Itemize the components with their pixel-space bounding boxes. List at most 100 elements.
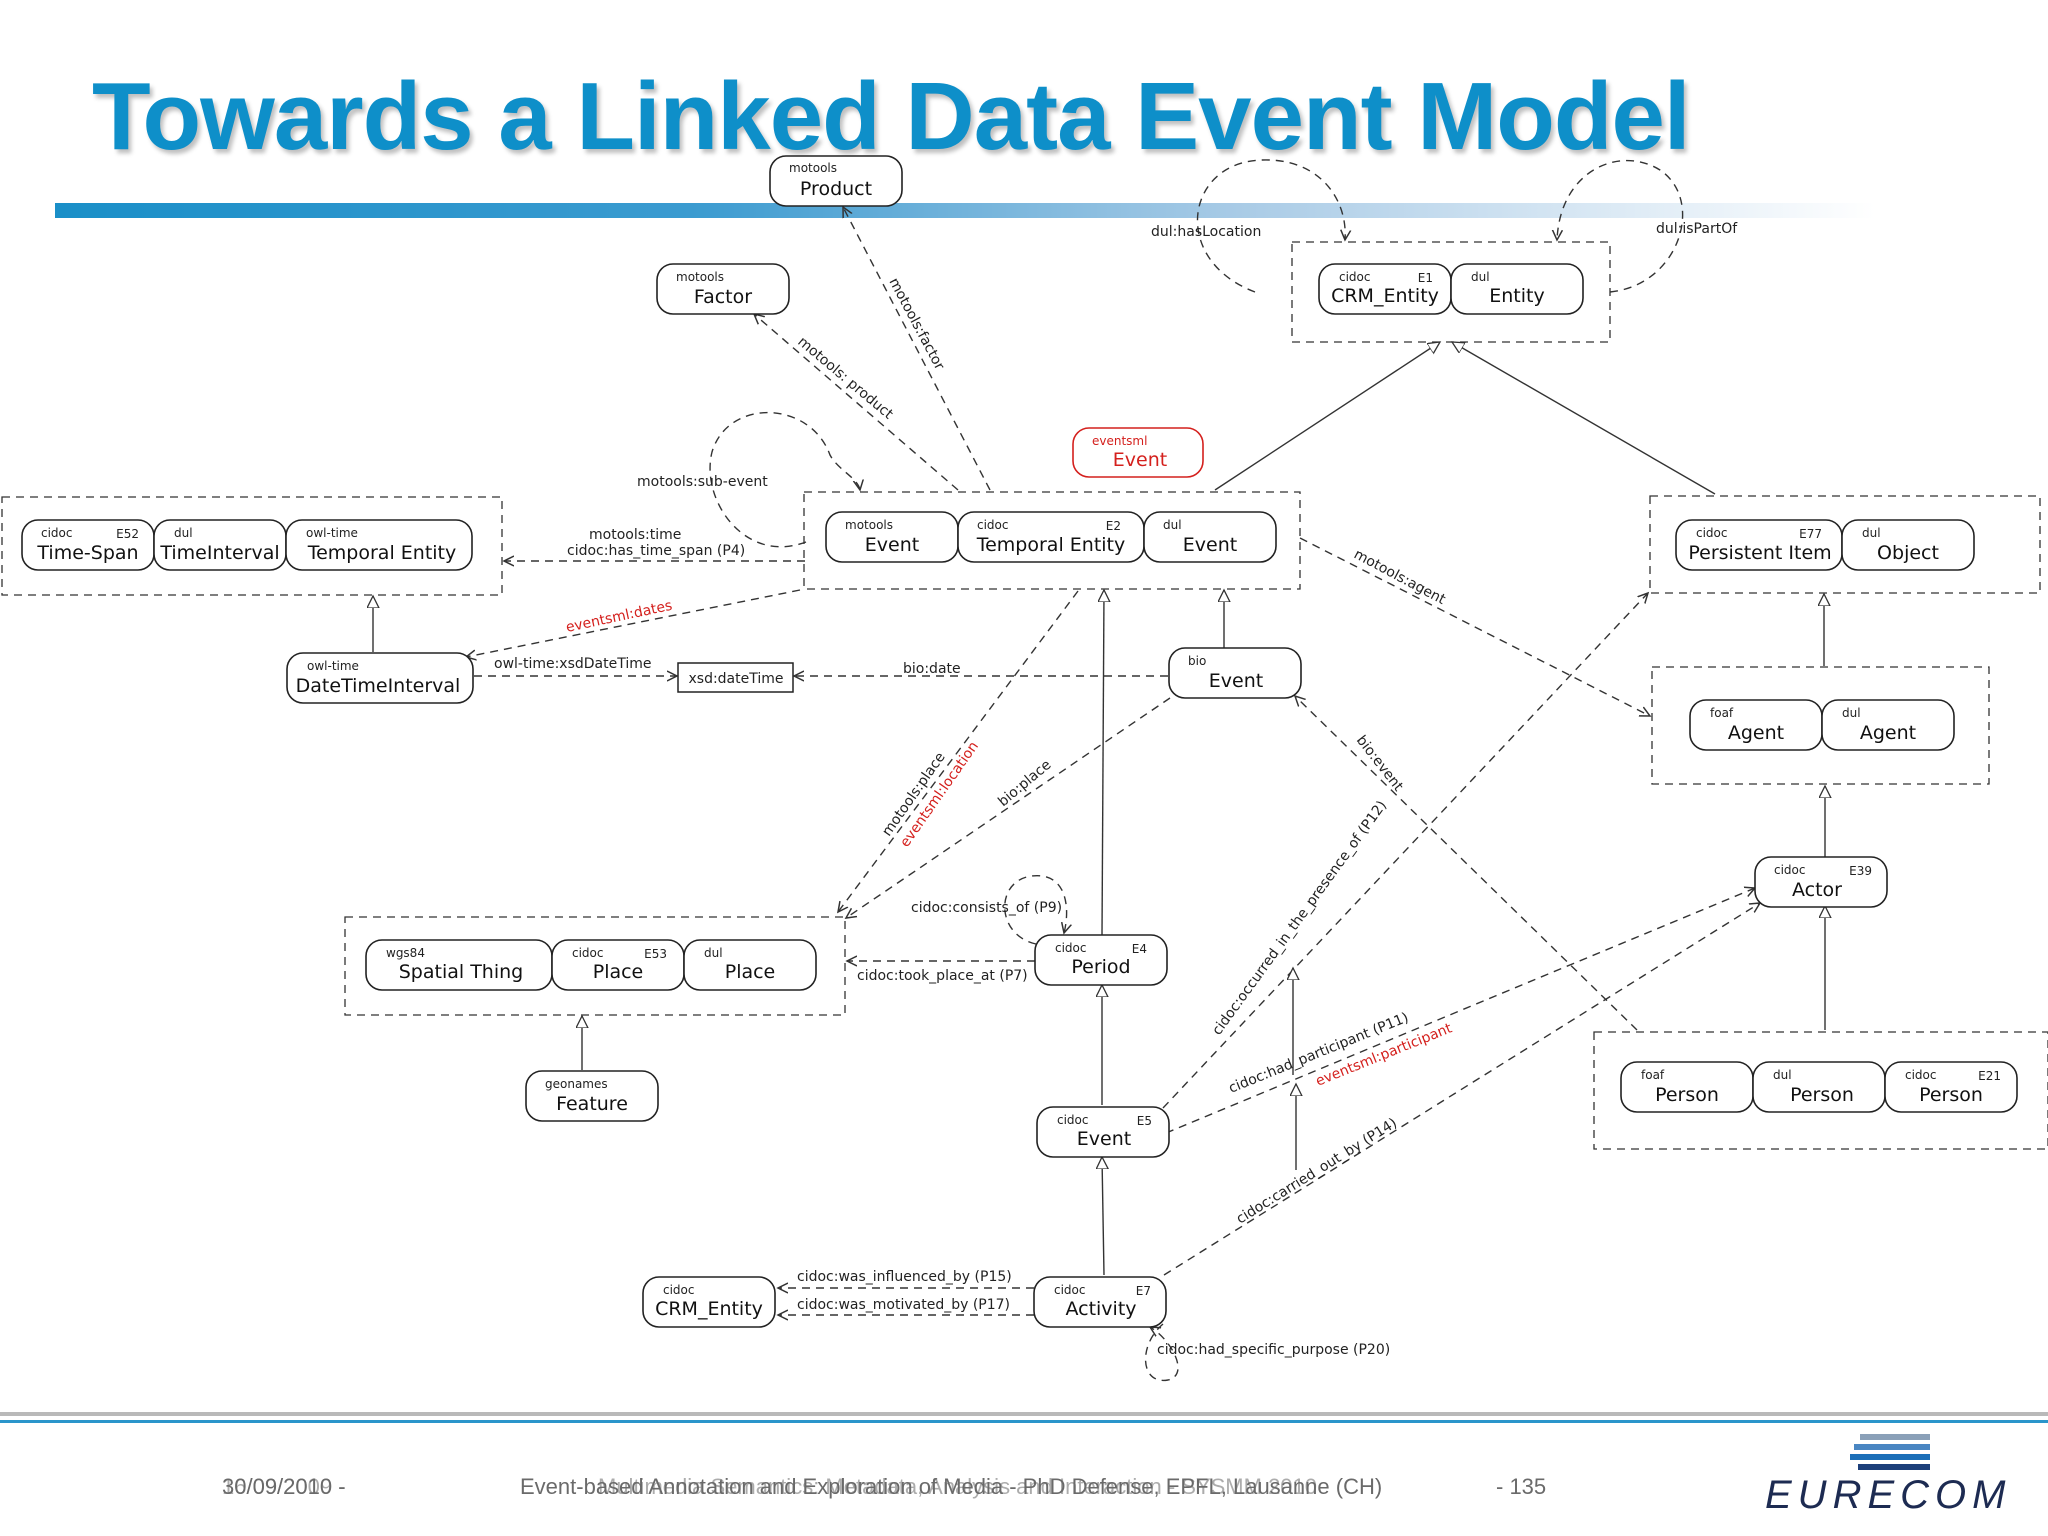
svg-text:owl-time: owl-time bbox=[307, 659, 359, 673]
svg-text:cidoc: cidoc bbox=[1057, 1113, 1089, 1127]
label-was-influenced-by: cidoc:was_influenced_by (P15) bbox=[797, 1269, 1012, 1285]
footer-date-overlay: 16/09/2009 - bbox=[222, 1474, 346, 1499]
node-cidoc-crm-entity: cidoc E1 CRM_Entity bbox=[1318, 263, 1452, 315]
node-bio-event: bio Event bbox=[1168, 647, 1302, 699]
edge-eventsml-dates bbox=[466, 589, 801, 657]
node-cidoc-actor: cidoc E39 Actor bbox=[1754, 856, 1888, 908]
svg-text:TimeInterval: TimeInterval bbox=[159, 542, 279, 564]
edge-bio-event bbox=[1295, 696, 1638, 1031]
label-occurred-in-presence: cidoc:occurred_in_the_presence_of (P12) bbox=[1209, 798, 1390, 1039]
svg-text:dul: dul bbox=[174, 526, 193, 540]
label-carried-out-by: cidoc:carried_out_by (P14) bbox=[1234, 1115, 1400, 1227]
svg-text:Period: Period bbox=[1071, 956, 1130, 978]
person-group bbox=[1593, 1031, 2048, 1150]
label-owl-time-xsd: owl-time:xsdDateTime bbox=[494, 656, 652, 672]
svg-text:E4: E4 bbox=[1132, 942, 1147, 956]
svg-text:CRM_Entity: CRM_Entity bbox=[1331, 285, 1439, 307]
node-dul-time-interval: dul TimeInterval bbox=[153, 519, 287, 571]
edge-motools-factor bbox=[843, 207, 991, 491]
svg-text:dul: dul bbox=[1163, 518, 1182, 532]
node-xsd-datetime: xsd:dateTime bbox=[677, 662, 794, 693]
event-group-subclass-entity bbox=[1214, 342, 1440, 491]
svg-text:Event: Event bbox=[1183, 534, 1237, 556]
footer-center-overlay: Multimedia Semantics: Metadata, Analysis… bbox=[598, 1474, 1318, 1499]
svg-text:cidoc: cidoc bbox=[1339, 270, 1371, 284]
svg-text:Event: Event bbox=[865, 534, 919, 556]
label-motools-factor: motools:factor bbox=[885, 275, 947, 373]
label-is-part-of: dul:isPartOf bbox=[1656, 221, 1738, 237]
label-took-place-at: cidoc:took_place_at (P7) bbox=[857, 968, 1028, 984]
node-cidoc-persistent-item: cidoc E77 Persistent Item bbox=[1675, 519, 1843, 571]
activity-subclass-event bbox=[1102, 1157, 1104, 1276]
svg-text:dul: dul bbox=[1842, 706, 1861, 720]
svg-text:Event: Event bbox=[1113, 449, 1167, 471]
svg-text:Persistent Item: Persistent Item bbox=[1688, 542, 1831, 564]
place-group bbox=[344, 916, 846, 1016]
footer-center-text: Event-based Annotation and Exploration o… bbox=[520, 1474, 1383, 1499]
label-bio-place: bio:place bbox=[995, 757, 1054, 810]
label-bio-event: bio:event bbox=[1353, 733, 1407, 795]
node-wgs84-spatial-thing: wgs84 Spatial Thing bbox=[365, 939, 553, 991]
node-dul-object: dul Object bbox=[1841, 519, 1975, 571]
svg-text:cidoc: cidoc bbox=[663, 1283, 695, 1297]
has-location-loop bbox=[1196, 159, 1345, 293]
svg-text:bio: bio bbox=[1188, 654, 1206, 668]
svg-text:Event: Event bbox=[1077, 1128, 1131, 1150]
footer-date: 30/09/2010 - bbox=[222, 1474, 346, 1499]
is-part-of-loop bbox=[1557, 159, 1684, 293]
node-dul-event: dul Event bbox=[1143, 511, 1277, 563]
svg-text:Factor: Factor bbox=[694, 286, 752, 308]
node-motools-product: motools Product bbox=[769, 155, 903, 207]
node-dul-entity: dul Entity bbox=[1450, 263, 1584, 315]
period-subclass-temporal-entity bbox=[1102, 590, 1104, 936]
svg-text:motools: motools bbox=[845, 518, 893, 532]
svg-text:foaf: foaf bbox=[1710, 706, 1734, 720]
svg-text:Actor: Actor bbox=[1792, 879, 1842, 901]
label-consists-of: cidoc:consists_of (P9) bbox=[911, 900, 1062, 916]
sub-event-loop bbox=[709, 411, 860, 548]
event-group bbox=[803, 491, 1301, 590]
svg-text:dul: dul bbox=[1773, 1068, 1792, 1082]
node-dul-agent: dul Agent bbox=[1821, 699, 1955, 751]
svg-text:motools: motools bbox=[789, 161, 837, 175]
svg-text:dul: dul bbox=[1471, 270, 1490, 284]
svg-text:Object: Object bbox=[1877, 542, 1939, 564]
node-cidoc-temporal-entity: cidoc E2 Temporal Entity bbox=[957, 511, 1145, 563]
eurecom-logo-text: EURECOM bbox=[1765, 1473, 2012, 1517]
svg-text:cidoc: cidoc bbox=[572, 946, 604, 960]
edge-occurred-in-presence bbox=[1162, 593, 1648, 1109]
node-cidoc-activity: cidoc E7 Activity bbox=[1033, 1276, 1167, 1328]
node-geonames-feature: geonames Feature bbox=[525, 1070, 659, 1122]
edge-bio-place bbox=[846, 697, 1171, 918]
svg-text:motools: motools bbox=[676, 270, 724, 284]
svg-text:E2: E2 bbox=[1106, 519, 1121, 533]
label-has-time-span: cidoc:has_time_span (P4) bbox=[567, 543, 745, 559]
label-motools-sub-event: motools:sub-event bbox=[637, 474, 768, 490]
svg-text:dul: dul bbox=[704, 946, 723, 960]
svg-text:E39: E39 bbox=[1849, 864, 1872, 878]
svg-text:cidoc: cidoc bbox=[41, 526, 73, 540]
svg-text:E7: E7 bbox=[1136, 1284, 1151, 1298]
svg-text:Person: Person bbox=[1790, 1084, 1854, 1106]
svg-text:Event: Event bbox=[1209, 670, 1263, 692]
node-dul-place: dul Place bbox=[683, 939, 817, 991]
svg-text:E5: E5 bbox=[1137, 1114, 1152, 1128]
label-motools-product: motools: product bbox=[794, 334, 896, 423]
svg-text:E77: E77 bbox=[1799, 527, 1822, 541]
svg-text:Temporal Entity: Temporal Entity bbox=[976, 534, 1126, 556]
svg-text:cidoc: cidoc bbox=[1905, 1068, 1937, 1082]
svg-text:geonames: geonames bbox=[545, 1077, 608, 1091]
edge-motools-agent bbox=[1299, 537, 1650, 716]
label-motools-time: motools:time bbox=[589, 527, 681, 543]
svg-text:Person: Person bbox=[1655, 1084, 1719, 1106]
svg-text:cidoc: cidoc bbox=[1054, 1283, 1086, 1297]
svg-text:E53: E53 bbox=[644, 947, 667, 961]
node-cidoc-crm-entity-bottom: cidoc CRM_Entity bbox=[642, 1276, 776, 1328]
svg-text:E1: E1 bbox=[1418, 271, 1433, 285]
svg-text:Temporal Entity: Temporal Entity bbox=[307, 542, 457, 564]
label-had-specific-purpose: cidoc:had_specific_purpose (P20) bbox=[1157, 1342, 1390, 1358]
svg-text:Activity: Activity bbox=[1065, 1298, 1136, 1320]
edge-motools-place bbox=[838, 590, 1079, 912]
slide-title: Towards a Linked Data Event Model bbox=[92, 63, 1691, 170]
node-cidoc-person: cidoc E21 Person bbox=[1884, 1061, 2018, 1113]
